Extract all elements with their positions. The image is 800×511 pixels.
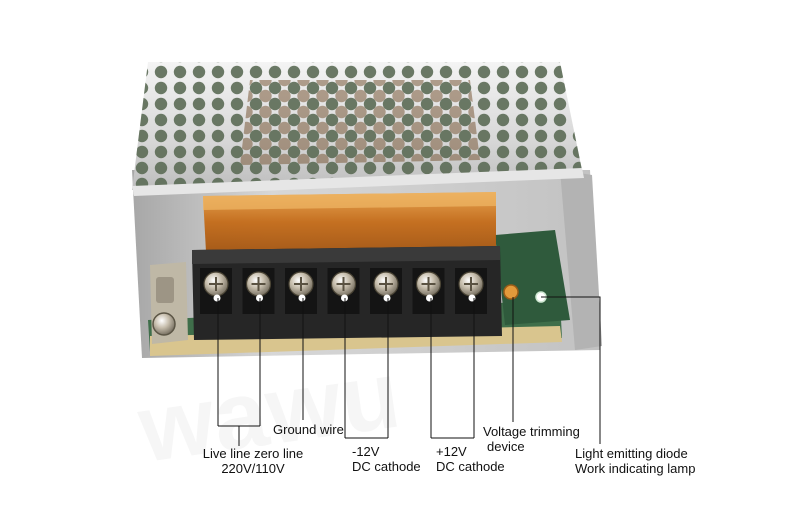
screw-terminal [455,268,487,314]
callout-live-zero-line1: Live line zero line [202,446,304,461]
screw-terminal [242,268,275,314]
callout-led: Light emitting diode Work indicating lam… [575,446,695,476]
screw-terminal [412,268,445,314]
callout-minus12-line1: -12V [352,444,380,459]
callout-ground-line1: Ground wire [273,422,344,437]
screw-terminal [285,268,317,314]
screw-terminal [327,268,360,314]
callout-live-zero-line2: 220V/110V [221,461,285,476]
callout-ground: Ground wire [273,422,344,437]
callout-trimming: Voltage trimming device [483,424,580,454]
callout-plus12-line1: +12V [436,444,467,459]
callout-leader-line [430,298,475,439]
callout-led-line2: Work indicating lamp [575,461,696,476]
callout-minus12: -12V DC cathode [352,444,421,474]
callout-leader-line [217,298,261,446]
callout-trimming-line1: Voltage trimming [483,424,580,439]
screw-terminal [370,268,402,314]
terminal-cover [203,192,496,252]
voltage-trimming-device [503,284,519,300]
callout-trimming-line2: device [487,439,525,454]
callout-plus12: +12V DC cathode [436,444,505,474]
ground-bracket [150,262,188,344]
terminal-block [192,246,502,340]
callout-leader-line [344,298,389,439]
screw-terminal [200,268,232,314]
callout-minus12-line2: DC cathode [352,459,421,474]
callout-plus12-line2: DC cathode [436,459,505,474]
callout-led-line1: Light emitting diode [575,446,688,461]
callout-live-zero: Live line zero line 220V/110V [178,446,328,476]
callout-leader-line [541,296,601,444]
callout-lines [217,296,601,446]
